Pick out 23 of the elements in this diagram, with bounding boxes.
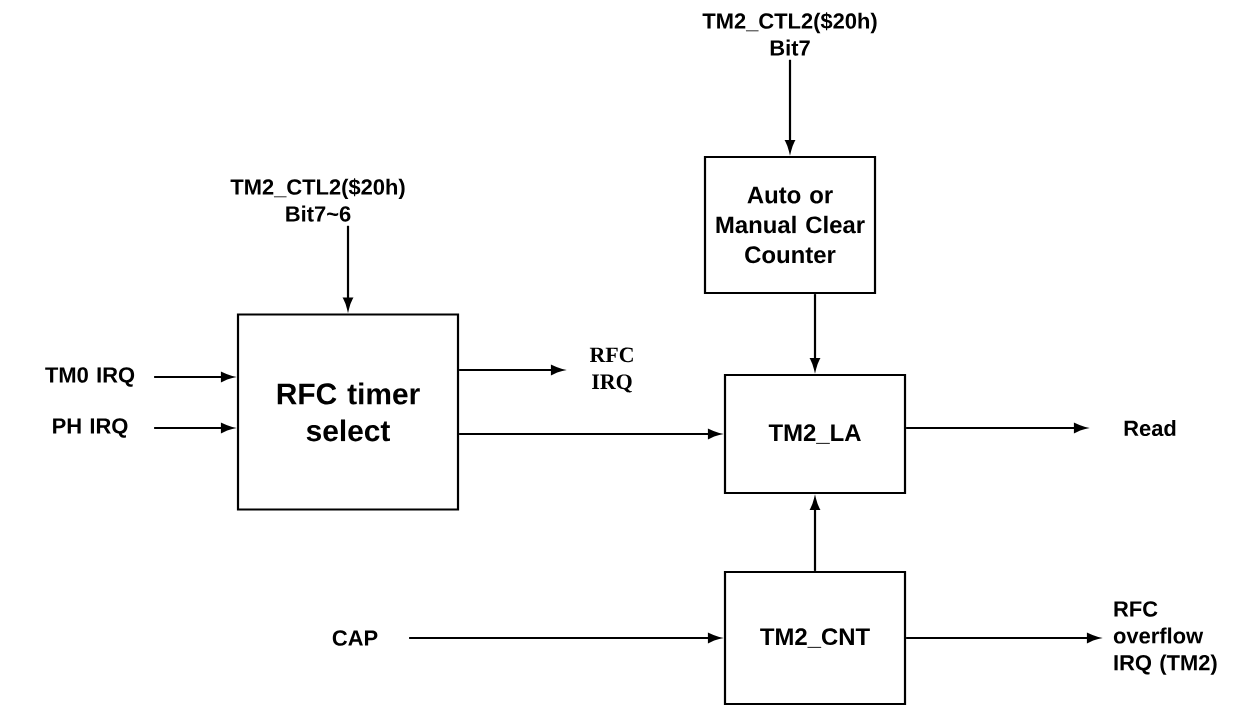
arrow xyxy=(785,59,795,153)
arrow xyxy=(154,423,234,433)
signal-label: RFC IRQ xyxy=(589,347,633,393)
arrow xyxy=(154,372,234,382)
arrow xyxy=(409,633,721,643)
block-box: TM2_CNT xyxy=(723,570,907,706)
arrow xyxy=(810,497,820,571)
arrow xyxy=(343,225,353,310)
block-box: Auto or Manual Clear Counter xyxy=(703,155,877,295)
signal-label: PH IRQ xyxy=(53,418,128,438)
block-box: RFC timer select xyxy=(236,313,460,511)
arrow xyxy=(459,429,721,439)
signal-label: TM2_CTL2($20h) Bit7~6 xyxy=(230,178,405,222)
arrow xyxy=(459,365,564,375)
block-box: TM2_LA xyxy=(723,373,907,495)
signal-label: RFC overflow IRQ (TM2) xyxy=(1113,601,1217,675)
signal-label: Read xyxy=(1124,419,1176,437)
arrow xyxy=(906,423,1087,433)
arrow xyxy=(906,633,1100,643)
signal-label: TM2_CTL2($20h) Bit7 xyxy=(702,12,877,56)
signal-label: TM0 IRQ xyxy=(45,367,135,387)
arrow xyxy=(810,294,820,371)
signal-label: CAP xyxy=(332,630,378,646)
